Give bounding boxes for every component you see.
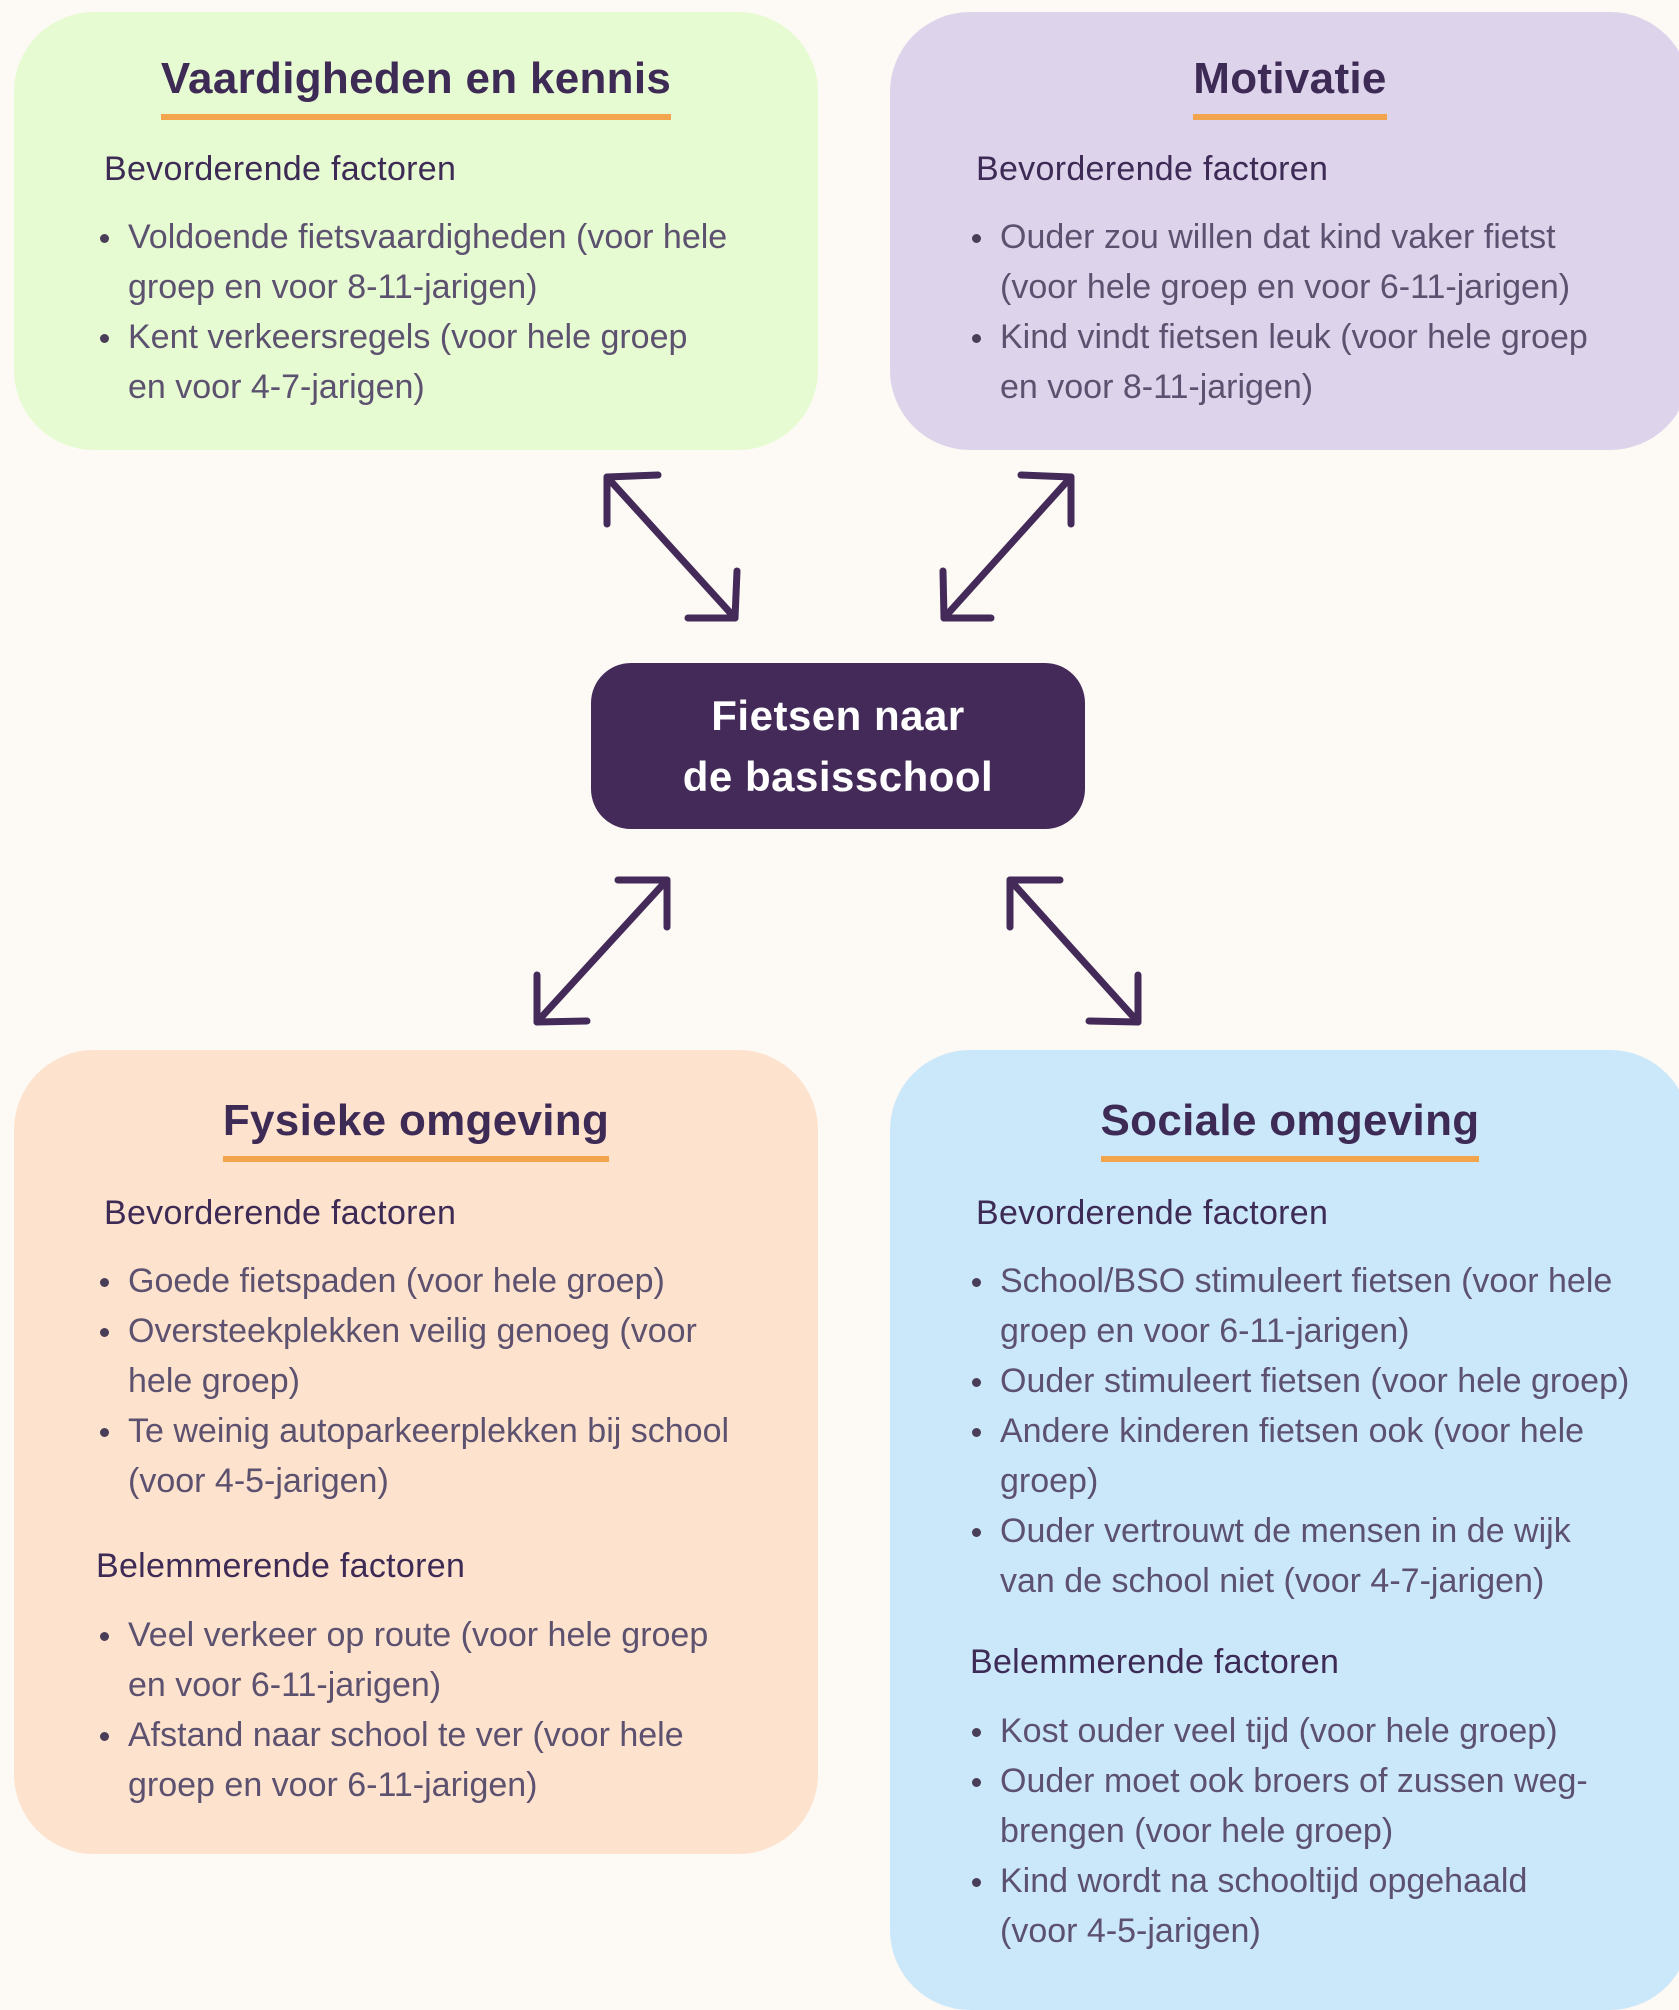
bullet-line: Goede fietspaden (voor hele groep)	[128, 1262, 665, 1300]
center-topic-box: Fietsen naar de basisschool	[591, 663, 1085, 829]
bullet-item: Veel verkeer op route (voor hele groep en…	[98, 1610, 808, 1710]
card-physical-environment: Fysieke omgeving Bevorderende factoren G…	[14, 1050, 818, 1854]
card-title: Motivatie	[890, 54, 1679, 120]
bullet-item: Kind vindt fietsen leuk (voor hele groep…	[970, 312, 1670, 412]
promoting-list: Goede fietspaden (voor hele groep) Overst…	[98, 1256, 808, 1506]
promoting-heading: Bevorderende factoren	[104, 150, 457, 188]
bullet-line: groep en voor 6-11-jarigen)	[128, 1766, 538, 1804]
arrow-skills-center	[603, 471, 741, 622]
bullet-line: Ouder zou willen dat kind vaker fietst	[1000, 218, 1556, 256]
bullet-line: Andere kinderen fietsen ook (voor hele	[1000, 1412, 1585, 1450]
bullet-line: groep en voor 6-11-jarigen)	[1000, 1312, 1410, 1350]
bullet-line: groep)	[1000, 1462, 1099, 1500]
card-title: Fysieke omgeving	[14, 1096, 818, 1162]
bullet-item: Afstand naar school te ver (voor hele gro…	[98, 1710, 808, 1810]
bullet-line: Kind vindt fietsen leuk (voor hele groep	[1000, 318, 1588, 356]
bullet-line: hele groep)	[128, 1362, 301, 1400]
bullet-line: Kent verkeersregels (voor hele groep	[128, 318, 688, 356]
bullet-item: Ouder stimuleert fietsen (voor hele groe…	[970, 1356, 1670, 1406]
bullet-line: Oversteekplekken veilig genoeg (voor	[128, 1312, 697, 1350]
card-social-environment: Sociale omgeving Bevorderende factoren S…	[890, 1050, 1679, 2010]
bullet-line: Veel verkeer op route (voor hele groep	[128, 1616, 709, 1654]
bullet-line: (voor 4-5-jarigen)	[128, 1462, 389, 1500]
bullet-line: en voor 6-11-jarigen)	[128, 1666, 442, 1704]
promoting-list: Ouder zou willen dat kind vaker fietst (v…	[970, 212, 1670, 412]
bullet-line: Ouder moet ook broers of zussen weg-	[1000, 1762, 1588, 1800]
bullet-item: Goede fietspaden (voor hele groep)	[98, 1256, 808, 1306]
bullet-item: Ouder moet ook broers of zussen weg-bren…	[970, 1756, 1670, 1856]
bullet-item: School/BSO stimuleert fietsen (voor hele…	[970, 1256, 1670, 1356]
bullet-line: en voor 8-11-jarigen)	[1000, 368, 1314, 406]
card-title: Vaardigheden en kennis	[14, 54, 818, 120]
bullet-line: Te weinig autoparkeerplekken bij school	[128, 1412, 730, 1450]
bullet-line: Ouder stimuleert fietsen (voor hele groe…	[1000, 1362, 1630, 1400]
bullet-line: van de school niet (voor 4-7-jarigen)	[1000, 1562, 1545, 1600]
bullet-line: (voor 4-5-jarigen)	[1000, 1912, 1261, 1950]
promoting-list: Voldoende fietsvaardigheden (voor hele gr…	[98, 212, 798, 412]
hindering-list: Veel verkeer op route (voor hele groep en…	[98, 1610, 808, 1810]
bullet-item: Andere kinderen fietsen ook (voor hele gr…	[970, 1406, 1670, 1506]
bullet-item: Ouder vertrouwt de mensen in de wijk van …	[970, 1506, 1670, 1606]
hindering-list: Kost ouder veel tijd (voor hele groep) Ou…	[970, 1706, 1670, 1956]
bullet-line: Afstand naar school te ver (voor hele	[128, 1716, 684, 1754]
bullet-item: Ouder zou willen dat kind vaker fietst (v…	[970, 212, 1670, 312]
card-skills-knowledge: Vaardigheden en kennis Bevorderende fact…	[14, 12, 818, 450]
bullet-line: groep en voor 8-11-jarigen)	[128, 268, 538, 306]
bullet-line: Kind wordt na schooltijd opgehaald	[1000, 1862, 1528, 1900]
promoting-list: School/BSO stimuleert fietsen (voor hele…	[970, 1256, 1670, 1606]
bullet-line: en voor 4-7-jarigen)	[128, 368, 425, 406]
bullet-line: (voor hele groep en voor 6-11-jarigen)	[1000, 268, 1571, 306]
promoting-heading: Bevorderende factoren	[976, 1194, 1329, 1232]
bullet-item: Oversteekplekken veilig genoeg (voor hele…	[98, 1306, 808, 1406]
bullet-line: Ouder vertrouwt de mensen in de wijk	[1000, 1512, 1571, 1550]
card-title: Sociale omgeving	[890, 1096, 1679, 1162]
bullet-line: Kost ouder veel tijd (voor hele groep)	[1000, 1712, 1558, 1750]
bullet-item: Kent verkeersregels (voor hele groep en v…	[98, 312, 798, 412]
card-motivation: Motivatie Bevorderende factoren Ouder zo…	[890, 12, 1679, 450]
center-line-2: de basisschool	[682, 753, 994, 800]
arrow-social-center	[1006, 876, 1142, 1026]
hindering-heading: Belemmerende factoren	[970, 1643, 1340, 1681]
center-line-1: Fietsen naar	[711, 692, 965, 739]
hindering-heading: Belemmerende factoren	[96, 1547, 466, 1585]
bullet-item: Kind wordt na schooltijd opgehaald (voor …	[970, 1856, 1670, 1956]
promoting-heading: Bevorderende factoren	[104, 1194, 457, 1232]
bullet-item: Voldoende fietsvaardigheden (voor hele gr…	[98, 212, 798, 312]
bullet-item: Kost ouder veel tijd (voor hele groep)	[970, 1706, 1670, 1756]
bullet-line: Voldoende fietsvaardigheden (voor hele	[128, 218, 728, 256]
bullet-item: Te weinig autoparkeerplekken bij school (…	[98, 1406, 808, 1506]
arrow-physical-center	[533, 876, 671, 1026]
arrow-motivation-center	[939, 471, 1075, 622]
bullet-line: brengen (voor hele groep)	[1000, 1812, 1394, 1850]
bullet-line: School/BSO stimuleert fietsen (voor hele	[1000, 1262, 1613, 1300]
promoting-heading: Bevorderende factoren	[976, 150, 1329, 188]
